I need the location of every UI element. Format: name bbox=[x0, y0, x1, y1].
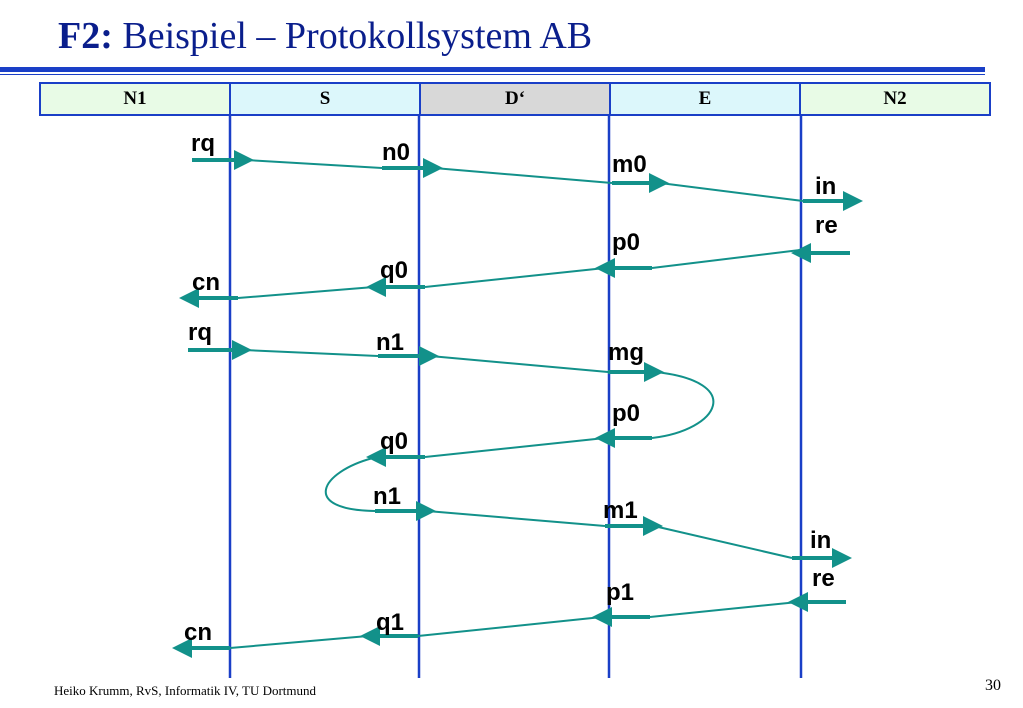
label-n1-2: n1 bbox=[373, 483, 401, 510]
label-n1-1: n1 bbox=[376, 329, 404, 356]
label-cn-1: cn bbox=[192, 269, 220, 296]
transfer-e-n2-2 bbox=[653, 525, 793, 559]
slide-title: F2: Beispiel – Protokollsystem AB bbox=[58, 14, 592, 58]
slide-title-number: F2: bbox=[58, 15, 113, 57]
label-re-1: re bbox=[815, 212, 838, 239]
label-rq-1: rq bbox=[191, 130, 215, 157]
transfer-d-e-2 bbox=[429, 355, 609, 373]
transfer-n2-e-2 bbox=[649, 601, 799, 618]
transfer-e-n2-1 bbox=[659, 182, 804, 202]
label-p0-1: p0 bbox=[612, 229, 640, 256]
loop-timeout bbox=[325, 457, 376, 512]
transfer-n2-e-1 bbox=[651, 249, 801, 269]
lane-header: N1 S D‘ E N2 bbox=[39, 82, 991, 116]
label-p0-2: p0 bbox=[612, 400, 640, 427]
transfer-s-n1-1 bbox=[237, 286, 375, 299]
transfer-d-e-3 bbox=[426, 510, 606, 527]
lane-header-n1: N1 bbox=[39, 82, 231, 116]
label-rq-2: rq bbox=[188, 319, 212, 346]
lane-header-e: E bbox=[609, 82, 801, 116]
transfer-s-d-2 bbox=[243, 349, 379, 357]
label-mg: mg bbox=[608, 339, 644, 366]
lane-header-s: S bbox=[229, 82, 421, 116]
loop-lost-message bbox=[651, 371, 715, 439]
label-in-1: in bbox=[815, 173, 836, 200]
message-arrows bbox=[172, 150, 863, 658]
lifelines bbox=[228, 116, 803, 678]
label-n0: n0 bbox=[382, 139, 410, 166]
label-re-2: re bbox=[812, 565, 835, 592]
transfer-s-n1-2 bbox=[229, 635, 369, 649]
footer-author: Heiko Krumm, RvS, Informatik IV, TU Dort… bbox=[54, 683, 317, 698]
lane-header-d: D‘ bbox=[419, 82, 611, 116]
label-cn-2: cn bbox=[184, 619, 212, 646]
label-m1: m1 bbox=[603, 497, 638, 524]
transfer-s-d-1 bbox=[245, 159, 383, 169]
transfer-d-e-1 bbox=[433, 167, 613, 184]
transfer-e-d-3 bbox=[417, 616, 603, 637]
label-m0: m0 bbox=[612, 151, 647, 178]
message-labels: rq n0 m0 in re p0 q0 cn rq n1 mg p0 q0 n… bbox=[184, 130, 838, 646]
transfer-e-d-2 bbox=[424, 437, 606, 458]
label-in-2: in bbox=[810, 527, 831, 554]
transfer-e-d-1 bbox=[424, 267, 606, 288]
label-q1: q1 bbox=[376, 609, 404, 636]
label-p1: p1 bbox=[606, 579, 634, 606]
title-rule bbox=[0, 67, 985, 72]
lane-header-n2: N2 bbox=[799, 82, 991, 116]
label-q0-1: q0 bbox=[380, 257, 408, 284]
page-number: 30 bbox=[985, 677, 1001, 694]
slide-title-text: Beispiel – Protokollsystem AB bbox=[122, 15, 593, 57]
title-rule-thin bbox=[0, 74, 985, 75]
label-q0-2: q0 bbox=[380, 428, 408, 455]
